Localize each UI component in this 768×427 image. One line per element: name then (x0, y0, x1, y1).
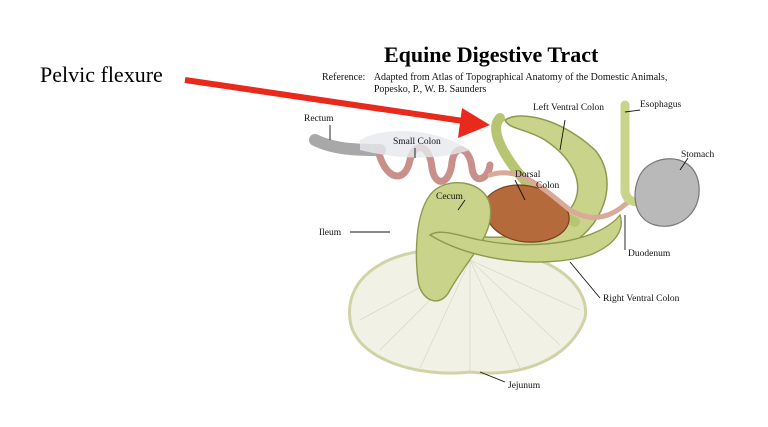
leader-lines (329, 109, 689, 383)
small-colon (374, 144, 494, 185)
dorsal-colon (483, 184, 570, 243)
label-colon: Colon (536, 181, 559, 191)
pelvic-flexure-callout: Pelvic flexure (40, 62, 163, 87)
label-left-ventral-colon: Left Ventral Colon (533, 102, 604, 113)
label-small-colon: Small Colon (393, 137, 441, 147)
label-jejunum: Jejunum (508, 381, 541, 391)
diagram-title: Equine Digestive Tract (384, 42, 599, 67)
duodenum-tube (487, 170, 633, 220)
right-ventral-colon (428, 213, 622, 263)
reference-label: Reference: (322, 72, 366, 83)
label-duodenum: Duodenum (628, 249, 671, 259)
label-ileum: Ileum (319, 228, 342, 238)
reference-body: Adapted from Atlas of Topographical Anat… (374, 72, 668, 96)
reference-note: Reference: Adapted from Atlas of Topogra… (322, 72, 667, 96)
reference-line-1: Adapted from Atlas of Topographical Anat… (373, 72, 668, 83)
label-rectum: Rectum (304, 114, 334, 124)
label-cecum: Cecum (436, 192, 464, 202)
small-colon-mesentery (360, 130, 470, 158)
stomach (634, 158, 700, 227)
jejunum-mesentery (348, 248, 588, 375)
label-esophagus: Esophagus (640, 100, 681, 110)
label-stomach: Stomach (681, 150, 714, 160)
label-dorsal: Dorsal (515, 170, 541, 180)
pelvic-flexure-arrow (184, 77, 490, 138)
reference-line-2: Popesko, P., W. B. Saunders (373, 84, 487, 95)
label-right-ventral-colon: Right Ventral Colon (603, 294, 680, 304)
